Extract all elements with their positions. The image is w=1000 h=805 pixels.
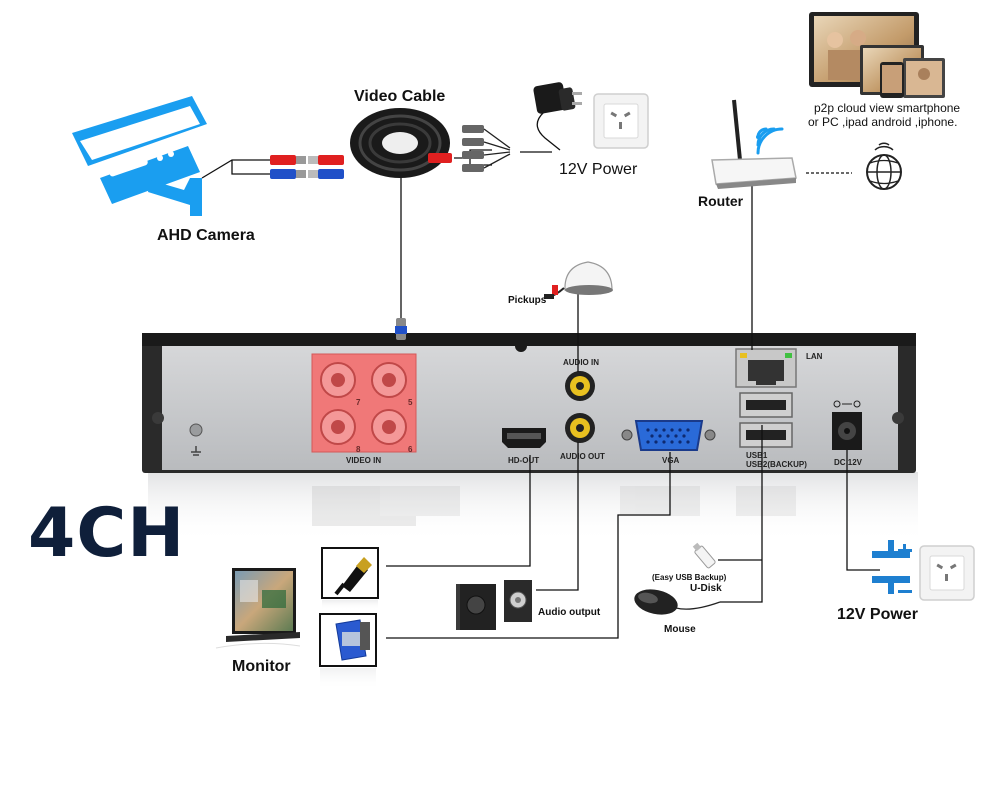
p2p-line2: or PC ,ipad android ,iphone. [808, 115, 958, 129]
speakers-icon [456, 580, 532, 630]
vga-port[interactable] [621, 420, 716, 451]
audio-output-label: Audio output [538, 607, 601, 618]
ahd-camera-label: AHD Camera [157, 227, 255, 244]
bnc-port-7[interactable] [320, 362, 356, 398]
devices-icon [809, 12, 945, 98]
monitor-label: Monitor [232, 658, 291, 675]
usb2-port[interactable] [739, 422, 793, 448]
wiring [201, 111, 880, 639]
p2p-line1: p2p cloud view smartphone [814, 101, 961, 115]
dc-power-icon [872, 540, 912, 594]
bnc-port-8[interactable] [320, 409, 356, 445]
video-in-bnc-block[interactable] [311, 353, 417, 453]
usb1-label: USB1 [746, 451, 768, 460]
hdmi-connector-icon [321, 547, 379, 599]
hdmi-port[interactable] [502, 428, 546, 448]
usb2-label: USB2(BACKUP) [746, 460, 807, 469]
power-adapter-icon [533, 82, 582, 114]
wall-outlet-icon [593, 93, 649, 149]
router-label: Router [698, 193, 744, 209]
audio-in-port[interactable] [565, 371, 595, 401]
lan-port[interactable] [735, 348, 797, 388]
video-power-connector-left [270, 155, 344, 179]
coax-cable-reel-icon [350, 108, 452, 178]
vga-label: VGA [662, 456, 680, 465]
lan-label: LAN [806, 352, 823, 361]
ch8-label: 8 [356, 445, 361, 454]
mouse-label: Mouse [664, 624, 696, 635]
wifi-router-icon [711, 99, 797, 189]
audio-out-label: AUDIO OUT [560, 452, 605, 461]
power-bottom-label: 12V Power [837, 606, 918, 623]
vga-connector-icon [319, 613, 377, 667]
wall-outlet-bottom-icon [919, 545, 975, 601]
bnc-port-5[interactable] [371, 362, 407, 398]
usb-drive-icon [692, 542, 716, 569]
cctv-camera-icon [72, 96, 207, 216]
power-splitter [462, 125, 511, 172]
ch7-label: 7 [356, 398, 361, 407]
audio-out-port[interactable] [565, 413, 595, 443]
dc12v-label: DC 12V [834, 458, 863, 467]
hd-out-label: HD-OUT [508, 456, 540, 465]
ch6-label: 6 [408, 445, 413, 454]
usb1-port[interactable] [739, 392, 793, 418]
video-in-label: VIDEO IN [346, 456, 382, 465]
mouse-icon [634, 589, 721, 615]
panel-reflection [312, 486, 796, 526]
channels-title: 4CH [28, 494, 186, 573]
video-cable-label: Video Cable [354, 88, 446, 105]
tv-monitor-icon [215, 568, 301, 649]
audio-in-label: AUDIO IN [563, 358, 599, 367]
ch5-label: 5 [408, 398, 413, 407]
usb-backup-label: (Easy USB Backup) [652, 573, 727, 582]
bnc-port-6[interactable] [371, 409, 407, 445]
pickups-label: Pickups [508, 295, 547, 306]
bnc-plug [395, 318, 407, 340]
power-top-label: 12V Power [559, 161, 638, 178]
microphone-icon [544, 261, 613, 299]
udisk-label: U-Disk [690, 583, 722, 594]
internet-globe-icon [866, 142, 902, 190]
dc-power-jack[interactable] [832, 400, 862, 450]
